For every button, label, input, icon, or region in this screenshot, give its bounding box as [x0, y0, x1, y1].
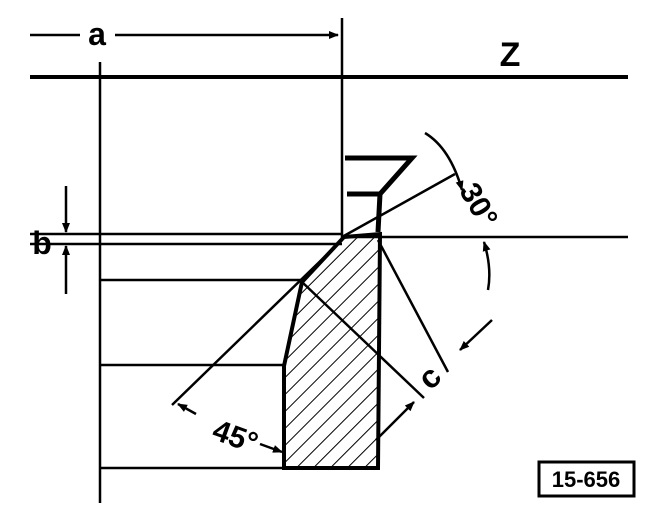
angle-30-arc-lower [482, 241, 491, 291]
label-b: b [32, 225, 52, 261]
angle-45-line-2 [301, 281, 425, 399]
c-dimension-arrow-2 [375, 401, 415, 441]
angle-45-arrow-right [259, 442, 283, 454]
label-angle-45: 45° [208, 414, 262, 461]
c-dimension-line-outer [376, 239, 450, 373]
angle-30-arc-upper [424, 131, 464, 191]
reference-box [537, 460, 636, 498]
label-z: Z [500, 36, 521, 74]
label-a: a [88, 16, 106, 52]
reference-number: 15-656 [552, 467, 621, 492]
c-dimension-arrow-1 [459, 319, 493, 351]
angle-45-line-1 [171, 239, 343, 406]
hatched-profile [282, 231, 383, 470]
angle-30-line [341, 172, 456, 239]
angle-45-arrow-left [177, 402, 197, 416]
tool-holder-shape [345, 155, 418, 233]
